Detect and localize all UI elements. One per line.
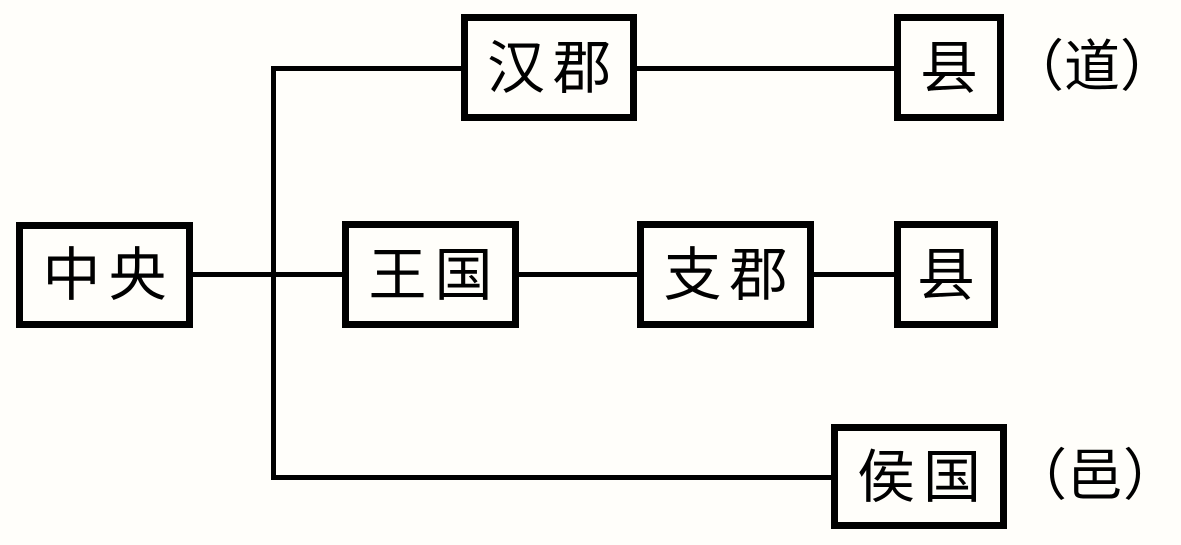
node-central-label: 中央 xyxy=(42,241,175,309)
node-branch-commandery-label: 支郡 xyxy=(663,240,796,309)
node-county-label: 县 xyxy=(916,240,983,309)
node-county-dao-suffix: （道） xyxy=(1008,34,1176,100)
edge-trunk-to-han-commandery xyxy=(273,66,463,71)
edge-branch-to-county xyxy=(812,272,896,277)
node-county: 县 xyxy=(894,221,998,328)
node-kingdom-label: 王国 xyxy=(368,240,501,309)
node-marquisate: 侯国 xyxy=(831,424,1007,529)
node-kingdom: 王国 xyxy=(342,221,519,328)
edge-central-to-kingdom xyxy=(191,272,344,277)
edge-han-commandery-to-county xyxy=(635,66,896,71)
edge-trunk-to-marquisate xyxy=(271,475,833,480)
node-central: 中央 xyxy=(16,222,193,328)
node-county-dao: 县 xyxy=(894,14,1004,121)
node-marquisate-suffix: （邑） xyxy=(1011,443,1179,509)
edge-kingdom-to-branch xyxy=(517,272,639,277)
node-branch-commandery: 支郡 xyxy=(637,221,814,328)
node-county-dao-label: 县 xyxy=(919,33,986,102)
node-han-commandery-label: 汉郡 xyxy=(486,33,619,102)
node-han-commandery: 汉郡 xyxy=(461,14,637,121)
node-marquisate-label: 侯国 xyxy=(856,442,989,511)
